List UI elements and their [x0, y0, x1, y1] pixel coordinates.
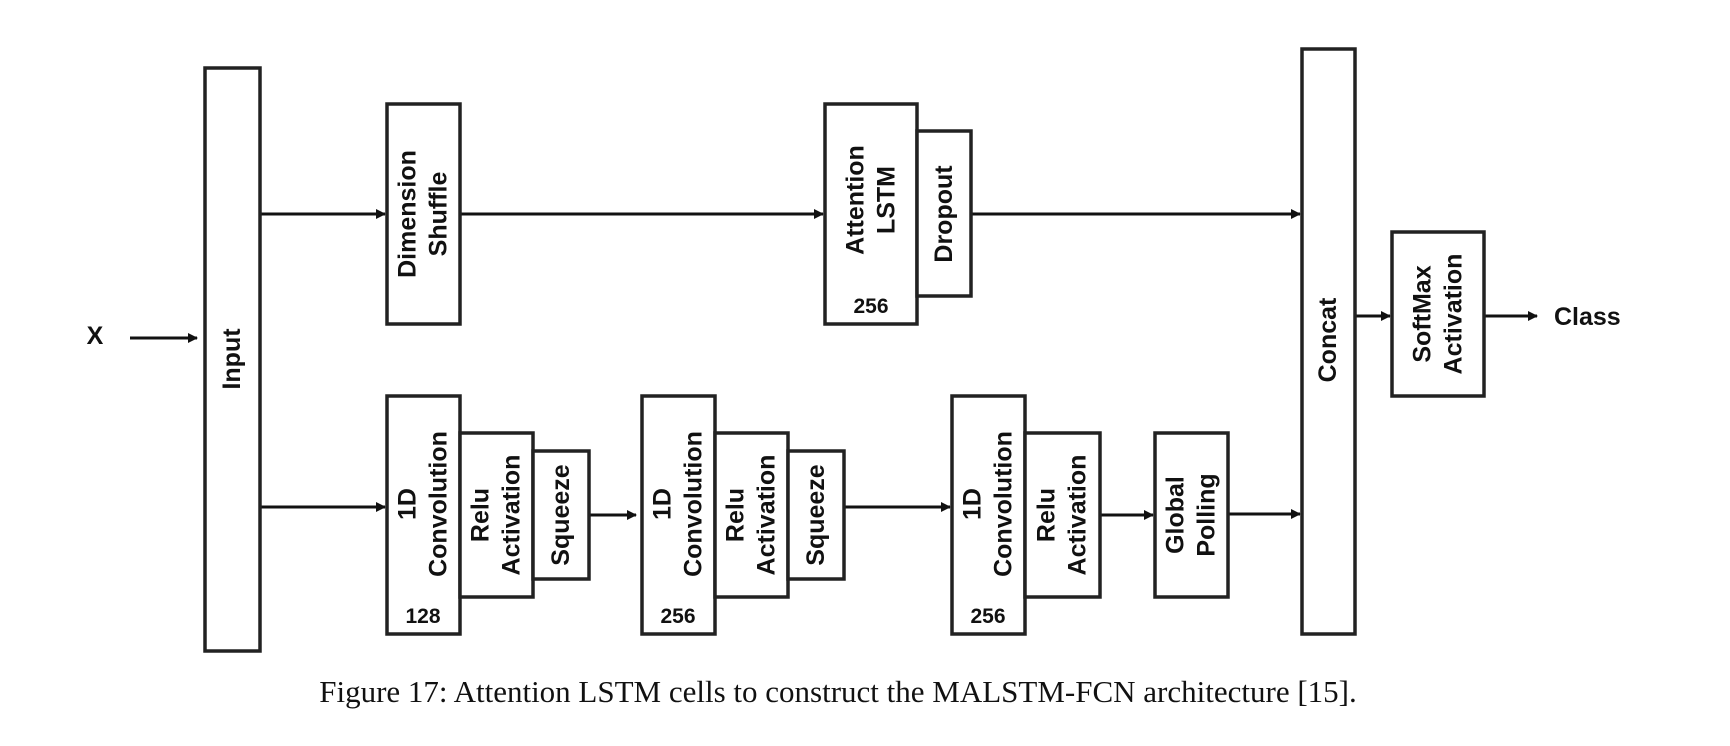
squeeze1-label-line-1: Squeeze — [547, 464, 575, 566]
conv1-block — [385, 394, 462, 636]
concat-label-line-1: Concat — [1314, 297, 1342, 382]
conv3-units: 256 — [970, 605, 1005, 628]
softmax-label-line-1: SoftMax — [1409, 265, 1437, 362]
conv2-label-line-2: Convolution — [680, 431, 708, 577]
squeeze2-block — [786, 449, 846, 581]
nodes — [203, 47, 1486, 653]
output-label: Class — [1554, 303, 1621, 331]
edges — [130, 209, 1538, 520]
dimension-shuffle-block — [385, 102, 462, 326]
relu2-label-line-2: Activation — [753, 455, 781, 576]
global-pooling-label-line-1: Global — [1162, 476, 1190, 554]
attention-lstm-label-line-2: LSTM — [873, 166, 901, 234]
dropout-block — [915, 129, 973, 298]
conv1-label-line-2: Convolution — [425, 431, 453, 577]
conv3-label-line-1: 1D — [959, 488, 987, 520]
squeeze2-label-line-1: Squeeze — [802, 464, 830, 566]
conv1-units: 128 — [405, 605, 440, 628]
attention-lstm-block — [823, 102, 919, 326]
relu3-label-line-2: Activation — [1064, 455, 1092, 576]
input-label-line-1: Input — [218, 328, 246, 390]
relu3-label-line-1: Relu — [1033, 488, 1061, 542]
concat-block — [1300, 47, 1357, 636]
relu3-block — [1023, 431, 1102, 599]
dimension-shuffle-label-line-1: Dimension — [394, 150, 422, 278]
dimension-shuffle-label-line-2: Shuffle — [425, 172, 453, 257]
global-pooling-label-line-2: Polling — [1193, 473, 1221, 556]
attention-lstm-label-line-1: Attention — [842, 145, 870, 255]
softmax-activation-block — [1390, 230, 1486, 398]
softmax-label-line-2: Activation — [1440, 254, 1468, 375]
relu2-block — [713, 431, 790, 599]
conv2-label-line-1: 1D — [649, 488, 677, 520]
relu2-label-line-1: Relu — [722, 488, 750, 542]
figure-caption: Figure 17: Attention LSTM cells to const… — [319, 674, 1356, 709]
input-block — [203, 66, 262, 653]
relu1-label-line-1: Relu — [467, 488, 495, 542]
squeeze1-block — [531, 449, 591, 581]
conv3-block — [950, 394, 1027, 636]
relu1-block — [458, 431, 535, 599]
conv1-label-line-1: 1D — [394, 488, 422, 520]
global-pooling-block — [1153, 431, 1230, 599]
attention-lstm-units: 256 — [853, 295, 888, 318]
conv3-label-line-2: Convolution — [990, 431, 1018, 577]
dropout-label-line-1: Dropout — [930, 165, 958, 263]
input-label: X — [87, 322, 104, 350]
relu1-label-line-2: Activation — [498, 455, 526, 576]
conv2-units: 256 — [660, 605, 695, 628]
